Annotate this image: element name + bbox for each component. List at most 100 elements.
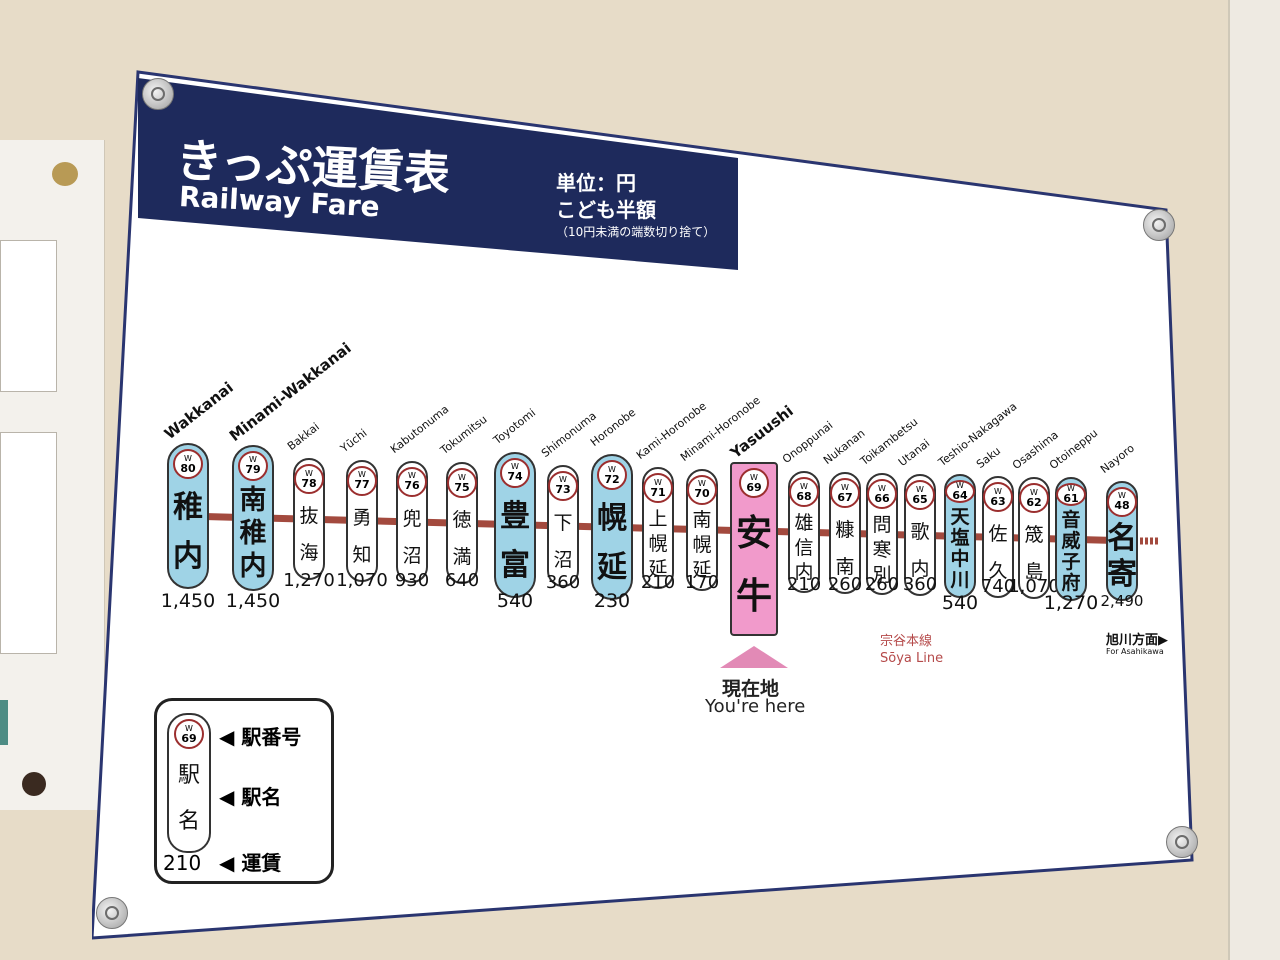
station-kanji: 雄 bbox=[794, 512, 814, 535]
station-name-kanji: 問寒別 bbox=[872, 509, 891, 593]
wall-hole bbox=[22, 772, 46, 796]
station-name-kanji: 歌内 bbox=[910, 510, 929, 594]
badge-number: 77 bbox=[354, 478, 370, 492]
direction-label: 旭川方面▶ For Asahikawa bbox=[1106, 633, 1168, 657]
station-kanji: 寒 bbox=[872, 538, 892, 561]
badge-letter: W bbox=[458, 472, 466, 482]
station-kanji: 内 bbox=[910, 558, 930, 581]
station-fare: 260 bbox=[864, 574, 900, 595]
badge-letter: W bbox=[994, 486, 1002, 496]
station-kanji: 南 bbox=[239, 485, 267, 517]
line-name-en: Sōya Line bbox=[880, 650, 944, 666]
notice-sheet bbox=[0, 240, 57, 392]
badge-letter: W bbox=[1067, 484, 1075, 494]
badge-letter: W bbox=[305, 468, 313, 478]
station-kanji: 延 bbox=[597, 550, 627, 586]
left-arrow-icon: ◀ bbox=[219, 785, 242, 809]
station-kanji: 幌 bbox=[597, 501, 627, 537]
station-kanji: 稚 bbox=[173, 490, 203, 526]
station-kanji: 久 bbox=[988, 560, 1008, 583]
badge-letter: W bbox=[559, 475, 567, 485]
you-are-here-ja: 現在地 bbox=[722, 678, 780, 700]
legend-station-number-badge: W 69 bbox=[174, 719, 204, 749]
station-kanji: 上 bbox=[648, 508, 668, 531]
station-kanji: 南 bbox=[835, 556, 855, 579]
station-kanji: 内 bbox=[239, 550, 267, 582]
badge-number: 65 bbox=[912, 492, 928, 506]
station-kanji: 豊 bbox=[500, 498, 530, 534]
station-fare: 360 bbox=[545, 572, 581, 593]
station-kanji: 名 bbox=[1107, 521, 1137, 557]
station-kanji: 内 bbox=[173, 539, 203, 575]
station-fare: 930 bbox=[394, 570, 430, 591]
station-kanji: 安 bbox=[735, 512, 772, 554]
station-name-kanji: 筬島 bbox=[1024, 513, 1043, 597]
badge-number: 74 bbox=[507, 470, 523, 484]
badge-number: 67 bbox=[837, 490, 853, 504]
door-frame bbox=[1228, 0, 1280, 960]
badge-letter: W bbox=[800, 481, 808, 491]
station-kanji: 幌 bbox=[692, 534, 712, 557]
station-kanji: 徳 bbox=[452, 509, 472, 532]
station-kanji: 塩 bbox=[950, 527, 970, 550]
badge-number: 76 bbox=[404, 479, 420, 493]
station-kanji: 富 bbox=[500, 547, 530, 583]
station-kanji: 延 bbox=[692, 558, 712, 581]
station-fare: 260 bbox=[827, 574, 863, 595]
station-name-kanji: 勇知 bbox=[352, 496, 371, 580]
station-kanji: 海 bbox=[299, 542, 319, 565]
station-kanji: 別 bbox=[872, 563, 892, 586]
badge-letter: W bbox=[408, 471, 416, 481]
badge-letter: W bbox=[878, 483, 886, 493]
up-arrow-icon bbox=[720, 646, 788, 668]
legend-label-fare: ◀ 運賃 bbox=[219, 847, 281, 876]
station-kanji: 幌 bbox=[648, 532, 668, 555]
badge-number: 75 bbox=[454, 480, 470, 494]
station-kanji: 知 bbox=[352, 543, 372, 566]
station-kanji: 稚 bbox=[239, 517, 267, 549]
badge-letter: W bbox=[956, 481, 964, 491]
badge-letter: W bbox=[249, 455, 257, 465]
line-name-ja: 宗谷本線 bbox=[880, 634, 933, 649]
screw-icon bbox=[1166, 826, 1198, 858]
legend-badge-letter: W bbox=[185, 723, 193, 733]
station-name-kanji: 下沼 bbox=[553, 501, 572, 585]
station-name-kanji: 兜沼 bbox=[402, 497, 421, 581]
station-name-kanji: 安牛 bbox=[736, 498, 772, 634]
badge-number: 71 bbox=[650, 485, 666, 499]
screw-icon bbox=[1143, 209, 1175, 241]
badge-letter: W bbox=[698, 479, 706, 489]
station-kanji: 勇 bbox=[352, 506, 372, 529]
station-kanji: 牛 bbox=[735, 575, 772, 617]
badge-number: 79 bbox=[245, 463, 261, 477]
station-fare: 640 bbox=[444, 570, 480, 591]
legend-station-capsule: W 69 駅 名 bbox=[167, 713, 211, 853]
station-name-kanji: 上幌延 bbox=[648, 503, 667, 587]
legend-kanji: 名 bbox=[177, 808, 200, 834]
station-fare: 740 bbox=[980, 576, 1016, 597]
station-name-kanji: 幌延 bbox=[597, 490, 627, 598]
legend-label-code: ◀ 駅番号 bbox=[219, 721, 301, 750]
badge-letter: W bbox=[841, 482, 849, 492]
station-kanji: 延 bbox=[648, 557, 668, 580]
badge-letter: W bbox=[654, 477, 662, 487]
badge-letter: W bbox=[916, 484, 924, 494]
